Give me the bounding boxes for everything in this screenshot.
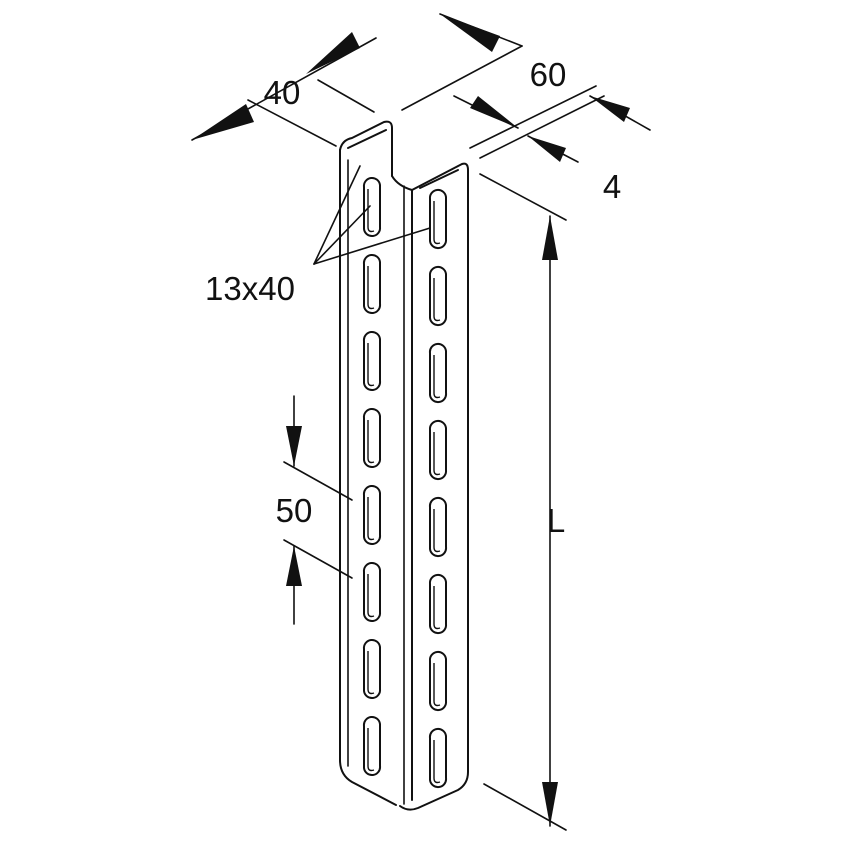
slot-hole	[428, 650, 448, 712]
slot-hole	[428, 342, 448, 404]
arrow-head	[286, 546, 302, 586]
slots-front-face	[428, 188, 448, 789]
dim-pitch-label: 50	[276, 492, 313, 529]
slot-hole-edge	[433, 278, 441, 322]
slot-hole-edge	[433, 740, 441, 784]
slot-hole	[428, 265, 448, 327]
slot-hole	[362, 638, 382, 700]
slot-hole-edge	[433, 586, 441, 630]
arrow-head	[542, 782, 558, 826]
slot-hole-edge	[433, 663, 441, 707]
slot-hole	[362, 253, 382, 315]
dim-width-label: 40	[264, 74, 301, 111]
slot-hole-edge	[367, 343, 375, 387]
slot-hole-edge	[433, 201, 441, 245]
slot-hole-edge	[367, 266, 375, 310]
slot-hole	[428, 496, 448, 558]
slot-hole	[362, 484, 382, 546]
slot-size-label: 13x40	[205, 270, 295, 307]
arrow-head	[528, 136, 566, 162]
dim-length-L: L	[479, 173, 567, 831]
slot-hole	[362, 176, 382, 238]
slot-hole-edge	[433, 509, 441, 553]
arrow-head	[192, 104, 254, 140]
arrow-head	[440, 14, 500, 52]
dim-depth-label: 60	[530, 56, 567, 93]
slots-left-face	[362, 176, 382, 777]
slot-hole-edge	[433, 432, 441, 476]
dim-width-40: 40	[191, 32, 377, 147]
dim-thickness-label: 4	[603, 168, 621, 205]
slot-hole	[362, 715, 382, 777]
arrow-head	[470, 96, 518, 128]
arrow-head	[542, 216, 558, 260]
slot-hole-edge	[367, 651, 375, 695]
slot-hole	[428, 419, 448, 481]
slot-hole-edge	[367, 420, 375, 464]
leader-slot-size: 13x40	[205, 165, 431, 307]
slot-hole-edge	[367, 574, 375, 618]
slot-hole-edge	[367, 189, 375, 233]
dim-thickness-4: 4	[453, 85, 651, 205]
slot-hole	[362, 407, 382, 469]
slot-hole	[362, 330, 382, 392]
profile-outline	[339, 120, 469, 811]
dim-depth-60: 60	[401, 13, 567, 111]
arrow-head	[306, 32, 360, 74]
arrow-head	[590, 96, 630, 122]
slot-hole-edge	[367, 497, 375, 541]
slot-hole	[362, 561, 382, 623]
arrow-head	[286, 426, 302, 466]
slot-hole-edge	[433, 355, 441, 399]
slot-hole-edge	[367, 728, 375, 772]
slot-hole	[428, 573, 448, 635]
dim-pitch-50: 50	[276, 395, 353, 625]
slot-hole	[428, 188, 448, 250]
slot-hole	[428, 727, 448, 789]
dim-length-label: L	[547, 502, 565, 539]
